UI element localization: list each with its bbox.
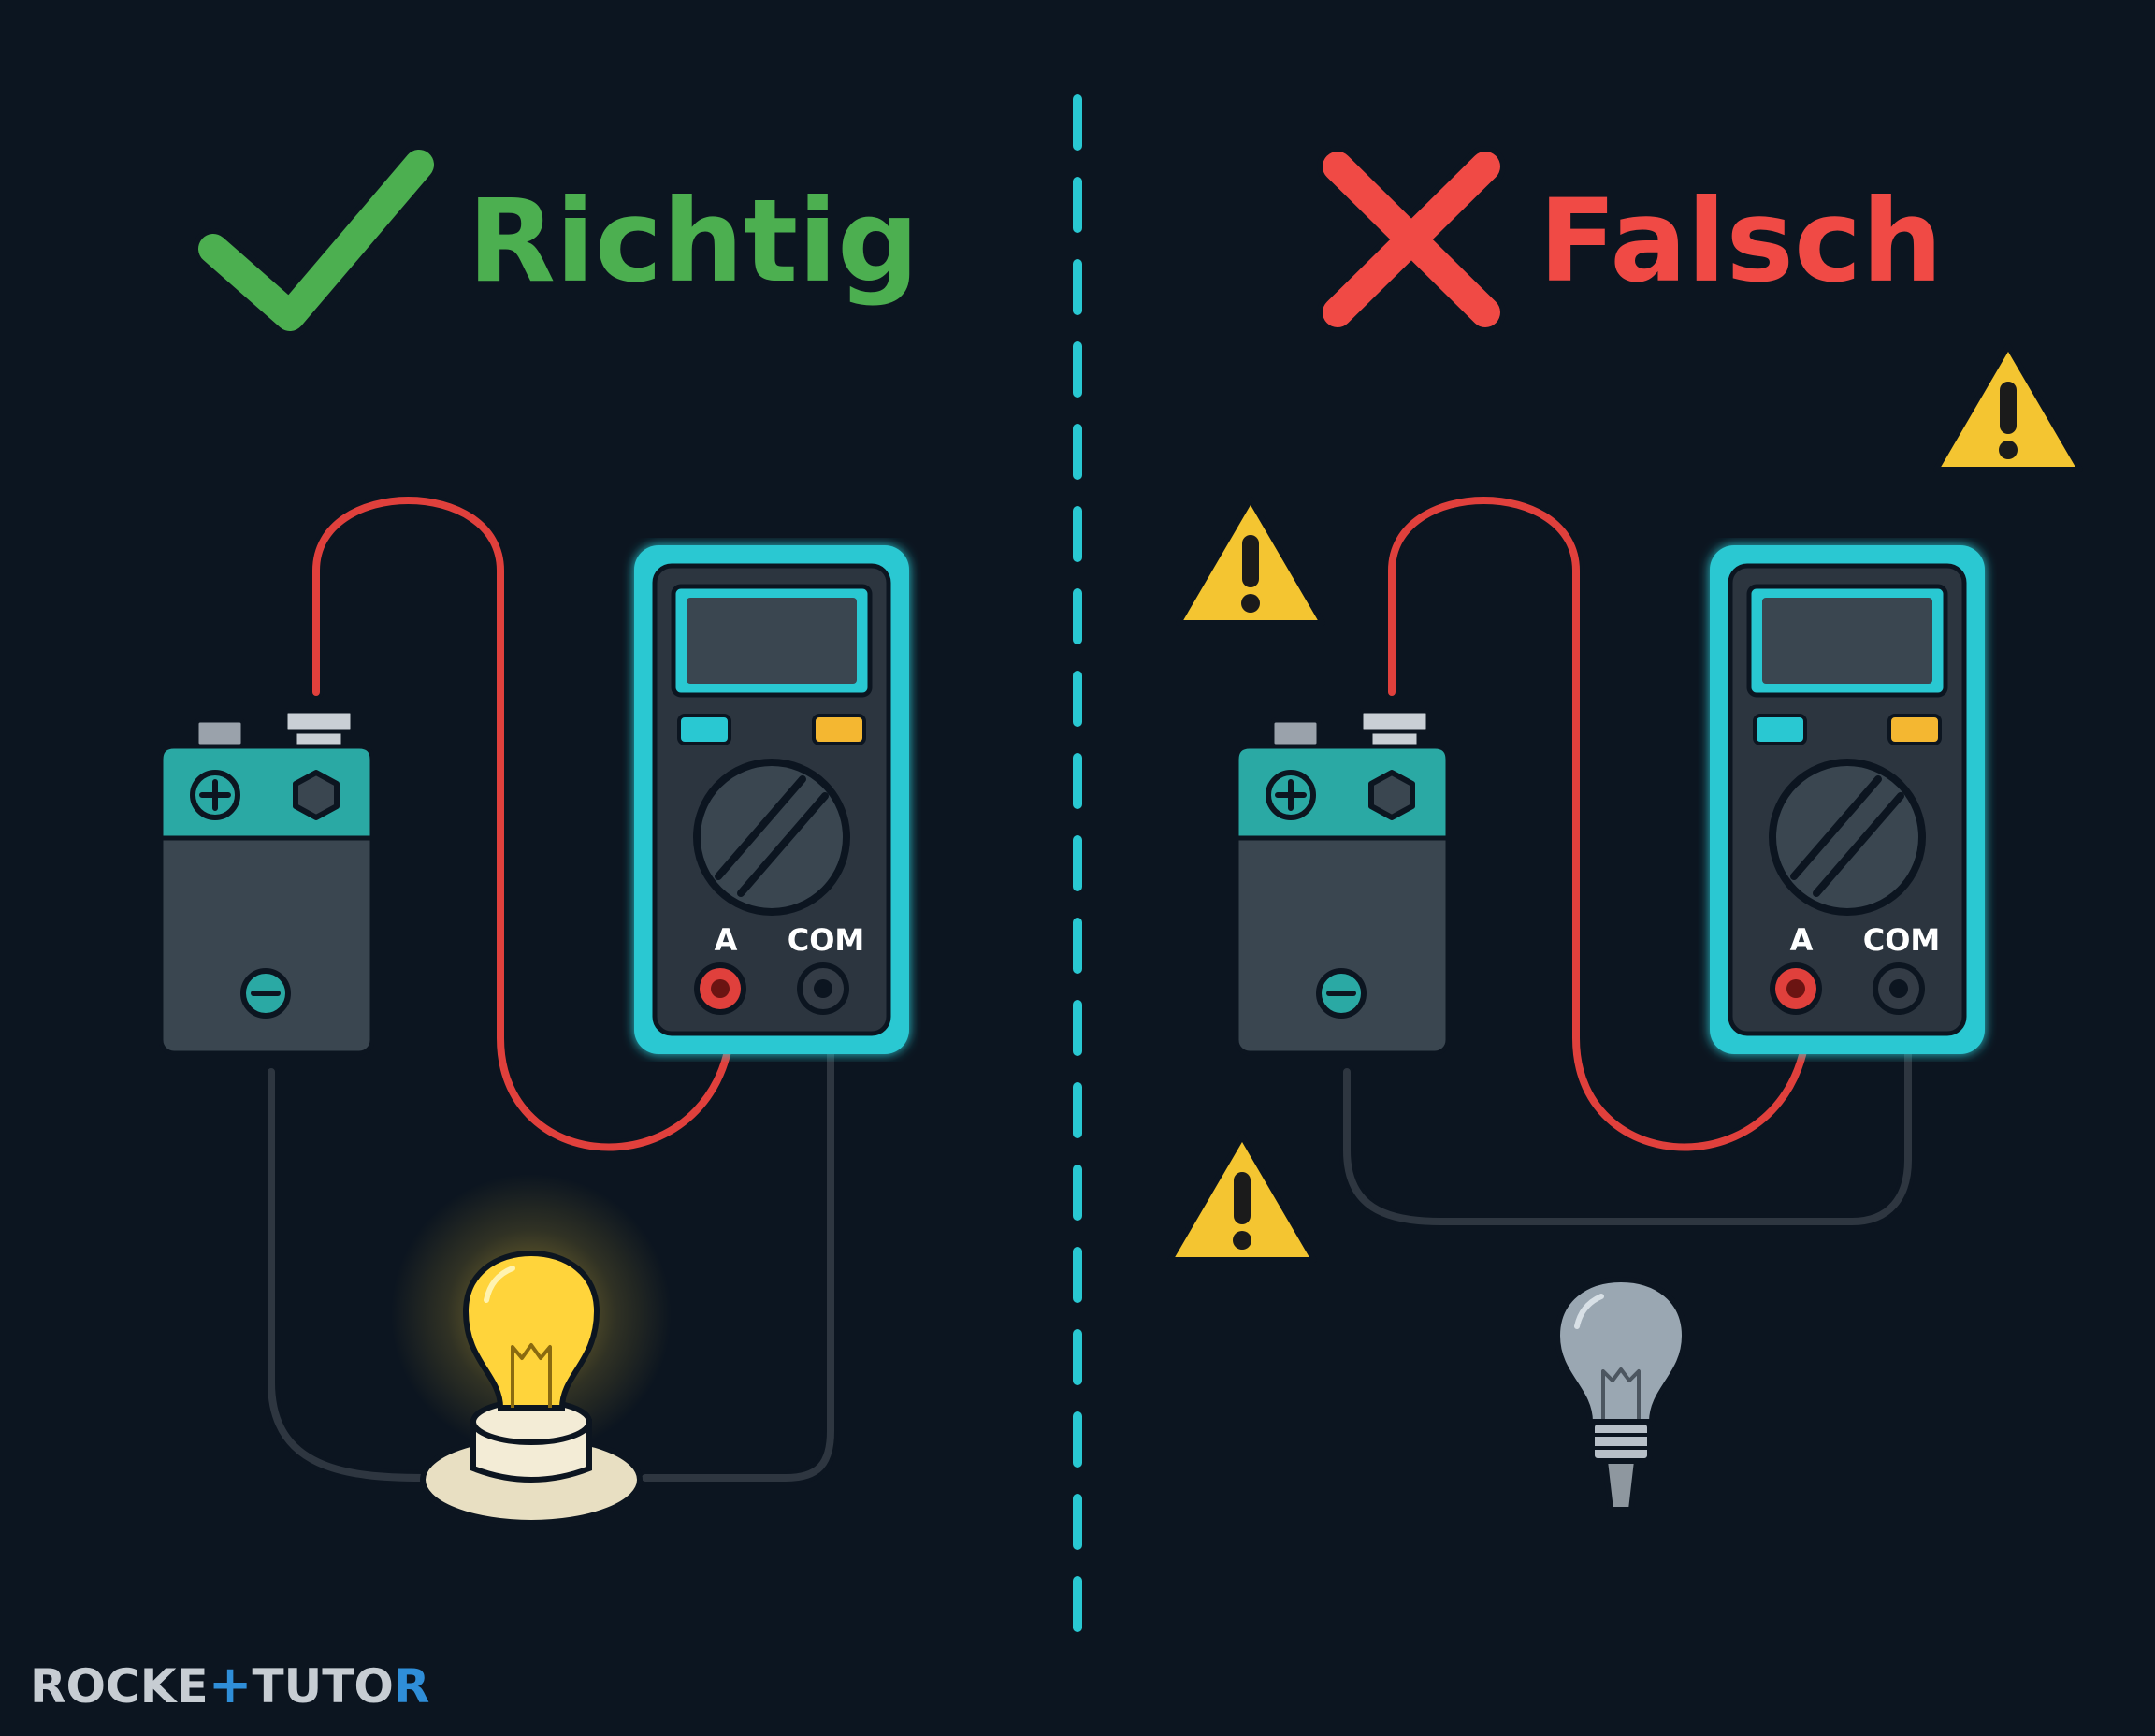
warning-triangle-icon [1170, 1136, 1314, 1260]
panel-title-wrong: Falsch [1539, 175, 1943, 308]
multimeter-icon [634, 545, 909, 1054]
red-wire [312, 497, 736, 1151]
rockettutor-logo: ROCKE+TUTOR [30, 1655, 429, 1715]
panel-wrong: Falsch A COM [1170, 146, 2080, 1512]
port-com-label: COM [788, 922, 865, 958]
logo-text-part1: ROCKE [30, 1659, 209, 1714]
port-a-label: A [715, 922, 738, 958]
circuit-wires-correct [264, 493, 838, 1485]
logo-text-part3: R [394, 1659, 430, 1714]
black-wire [268, 1006, 834, 1482]
svg-text:ROCKE+TUTOR: ROCKE+TUTOR [30, 1655, 429, 1715]
logo-plus-icon: + [209, 1655, 253, 1715]
red-wire [1388, 497, 1812, 1151]
battery-icon [161, 711, 372, 1053]
panel-title-correct: Richtig [468, 175, 918, 308]
logo-text-part2: TUTO [253, 1659, 394, 1714]
port-com-label: COM [1863, 922, 1941, 958]
black-wire [1343, 1006, 1912, 1225]
light-bulb-icon [391, 1174, 672, 1526]
check-mark-icon [193, 144, 440, 337]
multimeter-icon [1710, 545, 1985, 1054]
warning-triangle-icon [1936, 346, 2080, 470]
light-bulb-icon [1554, 1276, 1688, 1512]
warning-triangle-icon [1179, 499, 1323, 623]
port-a-label: A [1790, 922, 1814, 958]
battery-icon [1237, 711, 1448, 1053]
x-mark-icon [1317, 146, 1506, 333]
panel-correct: Richtig A COM [161, 144, 918, 1526]
circuit-wires-wrong [1339, 493, 1916, 1229]
